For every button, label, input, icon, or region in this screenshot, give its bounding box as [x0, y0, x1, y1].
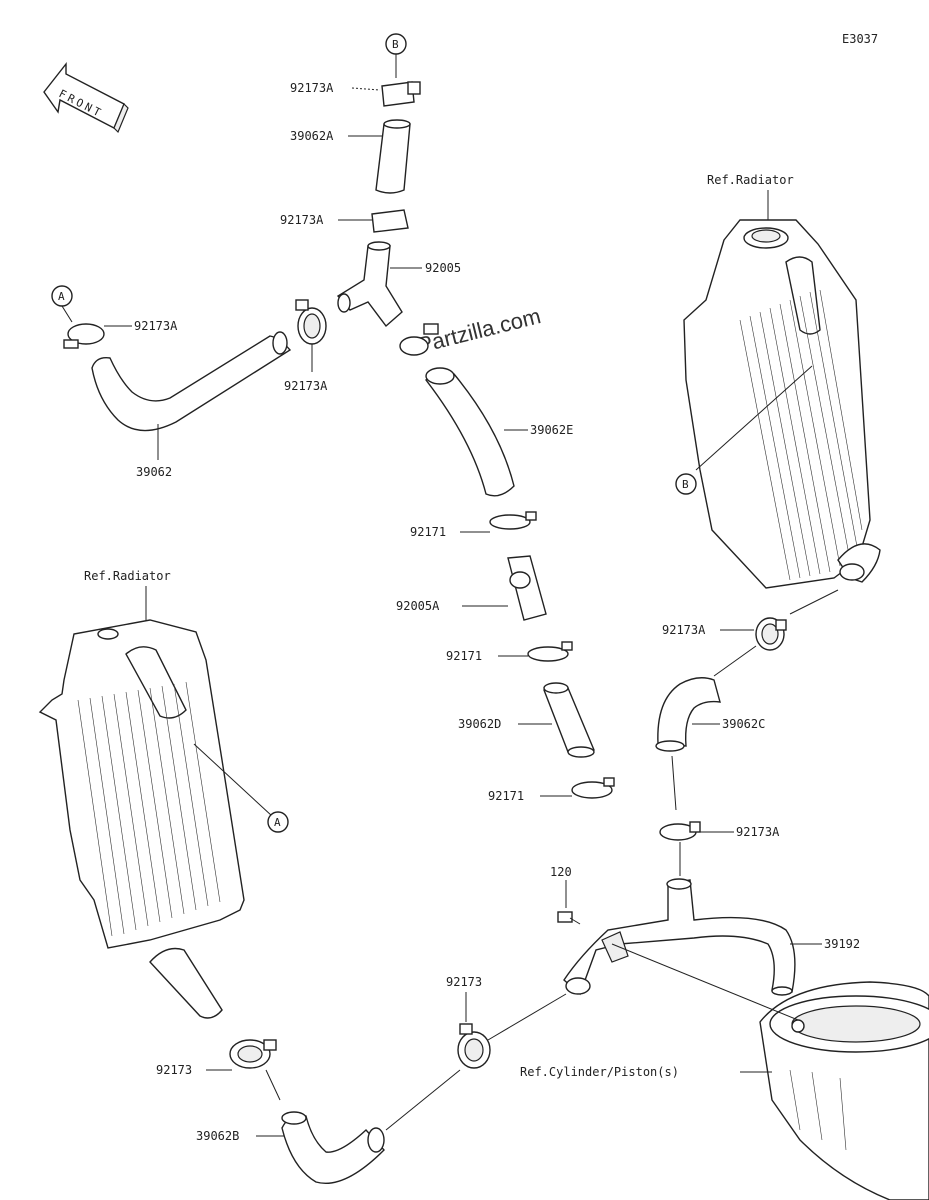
- clamp-92173A-mid[interactable]: [295, 299, 327, 345]
- svg-text:A: A: [274, 816, 281, 829]
- clamp-near-92005[interactable]: [399, 323, 439, 356]
- label-92173A-left: 92173A: [134, 319, 178, 333]
- hose-39062E[interactable]: [425, 367, 515, 497]
- hose-39062C[interactable]: [655, 677, 721, 752]
- callout-a-left[interactable]: A: [267, 811, 289, 833]
- label-39062C: 39062C: [722, 717, 765, 731]
- label-39062E: 39062E: [530, 423, 573, 437]
- front-arrow-icon: FRONT: [43, 61, 129, 134]
- label-120: 120: [550, 865, 572, 879]
- svg-text:A: A: [58, 290, 65, 303]
- clamp-92173A-second[interactable]: [371, 209, 409, 233]
- label-92005: 92005: [425, 261, 461, 275]
- clamp-92173-left[interactable]: [229, 1039, 277, 1069]
- label-92173-mid: 92173: [446, 975, 482, 989]
- label-92173-left: 92173: [156, 1063, 192, 1077]
- ref-radiator-right: Ref.Radiator: [707, 173, 794, 187]
- label-92173A-r1: 92173A: [662, 623, 706, 637]
- hose-39062[interactable]: [91, 331, 292, 432]
- label-92171-2: 92171: [446, 649, 482, 663]
- fitting-92005[interactable]: [336, 241, 403, 328]
- svg-text:B: B: [392, 38, 399, 51]
- hose-39062B[interactable]: [281, 1111, 385, 1184]
- callout-b-top[interactable]: B: [385, 33, 407, 55]
- callout-b-right[interactable]: B: [675, 473, 697, 495]
- radiator-right: [683, 219, 881, 589]
- clamp-92173A-top[interactable]: [381, 81, 421, 107]
- fitting-92005A[interactable]: [507, 555, 547, 621]
- clamp-92173A-right-1[interactable]: [755, 617, 787, 651]
- label-39192: 39192: [824, 937, 860, 951]
- radiator-left: [38, 619, 245, 1019]
- svg-text:B: B: [682, 478, 689, 491]
- pipe-39192[interactable]: [563, 878, 796, 996]
- label-92173A-2: 92173A: [280, 213, 324, 227]
- clamp-92173A-left[interactable]: [63, 323, 105, 349]
- label-39062B: 39062B: [196, 1129, 239, 1143]
- callout-a-top[interactable]: A: [51, 285, 73, 307]
- clamp-92173A-right-2[interactable]: [659, 821, 701, 841]
- label-39062: 39062: [136, 465, 172, 479]
- label-92173A-mid: 92173A: [284, 379, 328, 393]
- label-92173A-r2: 92173A: [736, 825, 780, 839]
- bolt-120[interactable]: [557, 911, 581, 925]
- clamp-92173-mid[interactable]: [457, 1023, 491, 1069]
- hose-39062A[interactable]: [375, 119, 411, 194]
- clamp-92171-third[interactable]: [571, 777, 615, 799]
- label-39062A: 39062A: [290, 129, 334, 143]
- label-92171-1: 92171: [410, 525, 446, 539]
- diagram-code: E3037: [842, 32, 878, 46]
- label-92005A: 92005A: [396, 599, 440, 613]
- clamp-92171-second[interactable]: [527, 641, 573, 662]
- clamp-92171-first[interactable]: [489, 511, 537, 530]
- ref-radiator-left: Ref.Radiator: [84, 569, 171, 583]
- label-92173A-1: 92173A: [290, 81, 334, 95]
- label-92171-3: 92171: [488, 789, 524, 803]
- label-39062D: 39062D: [458, 717, 501, 731]
- cylinder-block: [759, 981, 929, 1200]
- hose-39062D[interactable]: [543, 682, 595, 758]
- ref-cylinder: Ref.Cylinder/Piston(s): [520, 1065, 679, 1079]
